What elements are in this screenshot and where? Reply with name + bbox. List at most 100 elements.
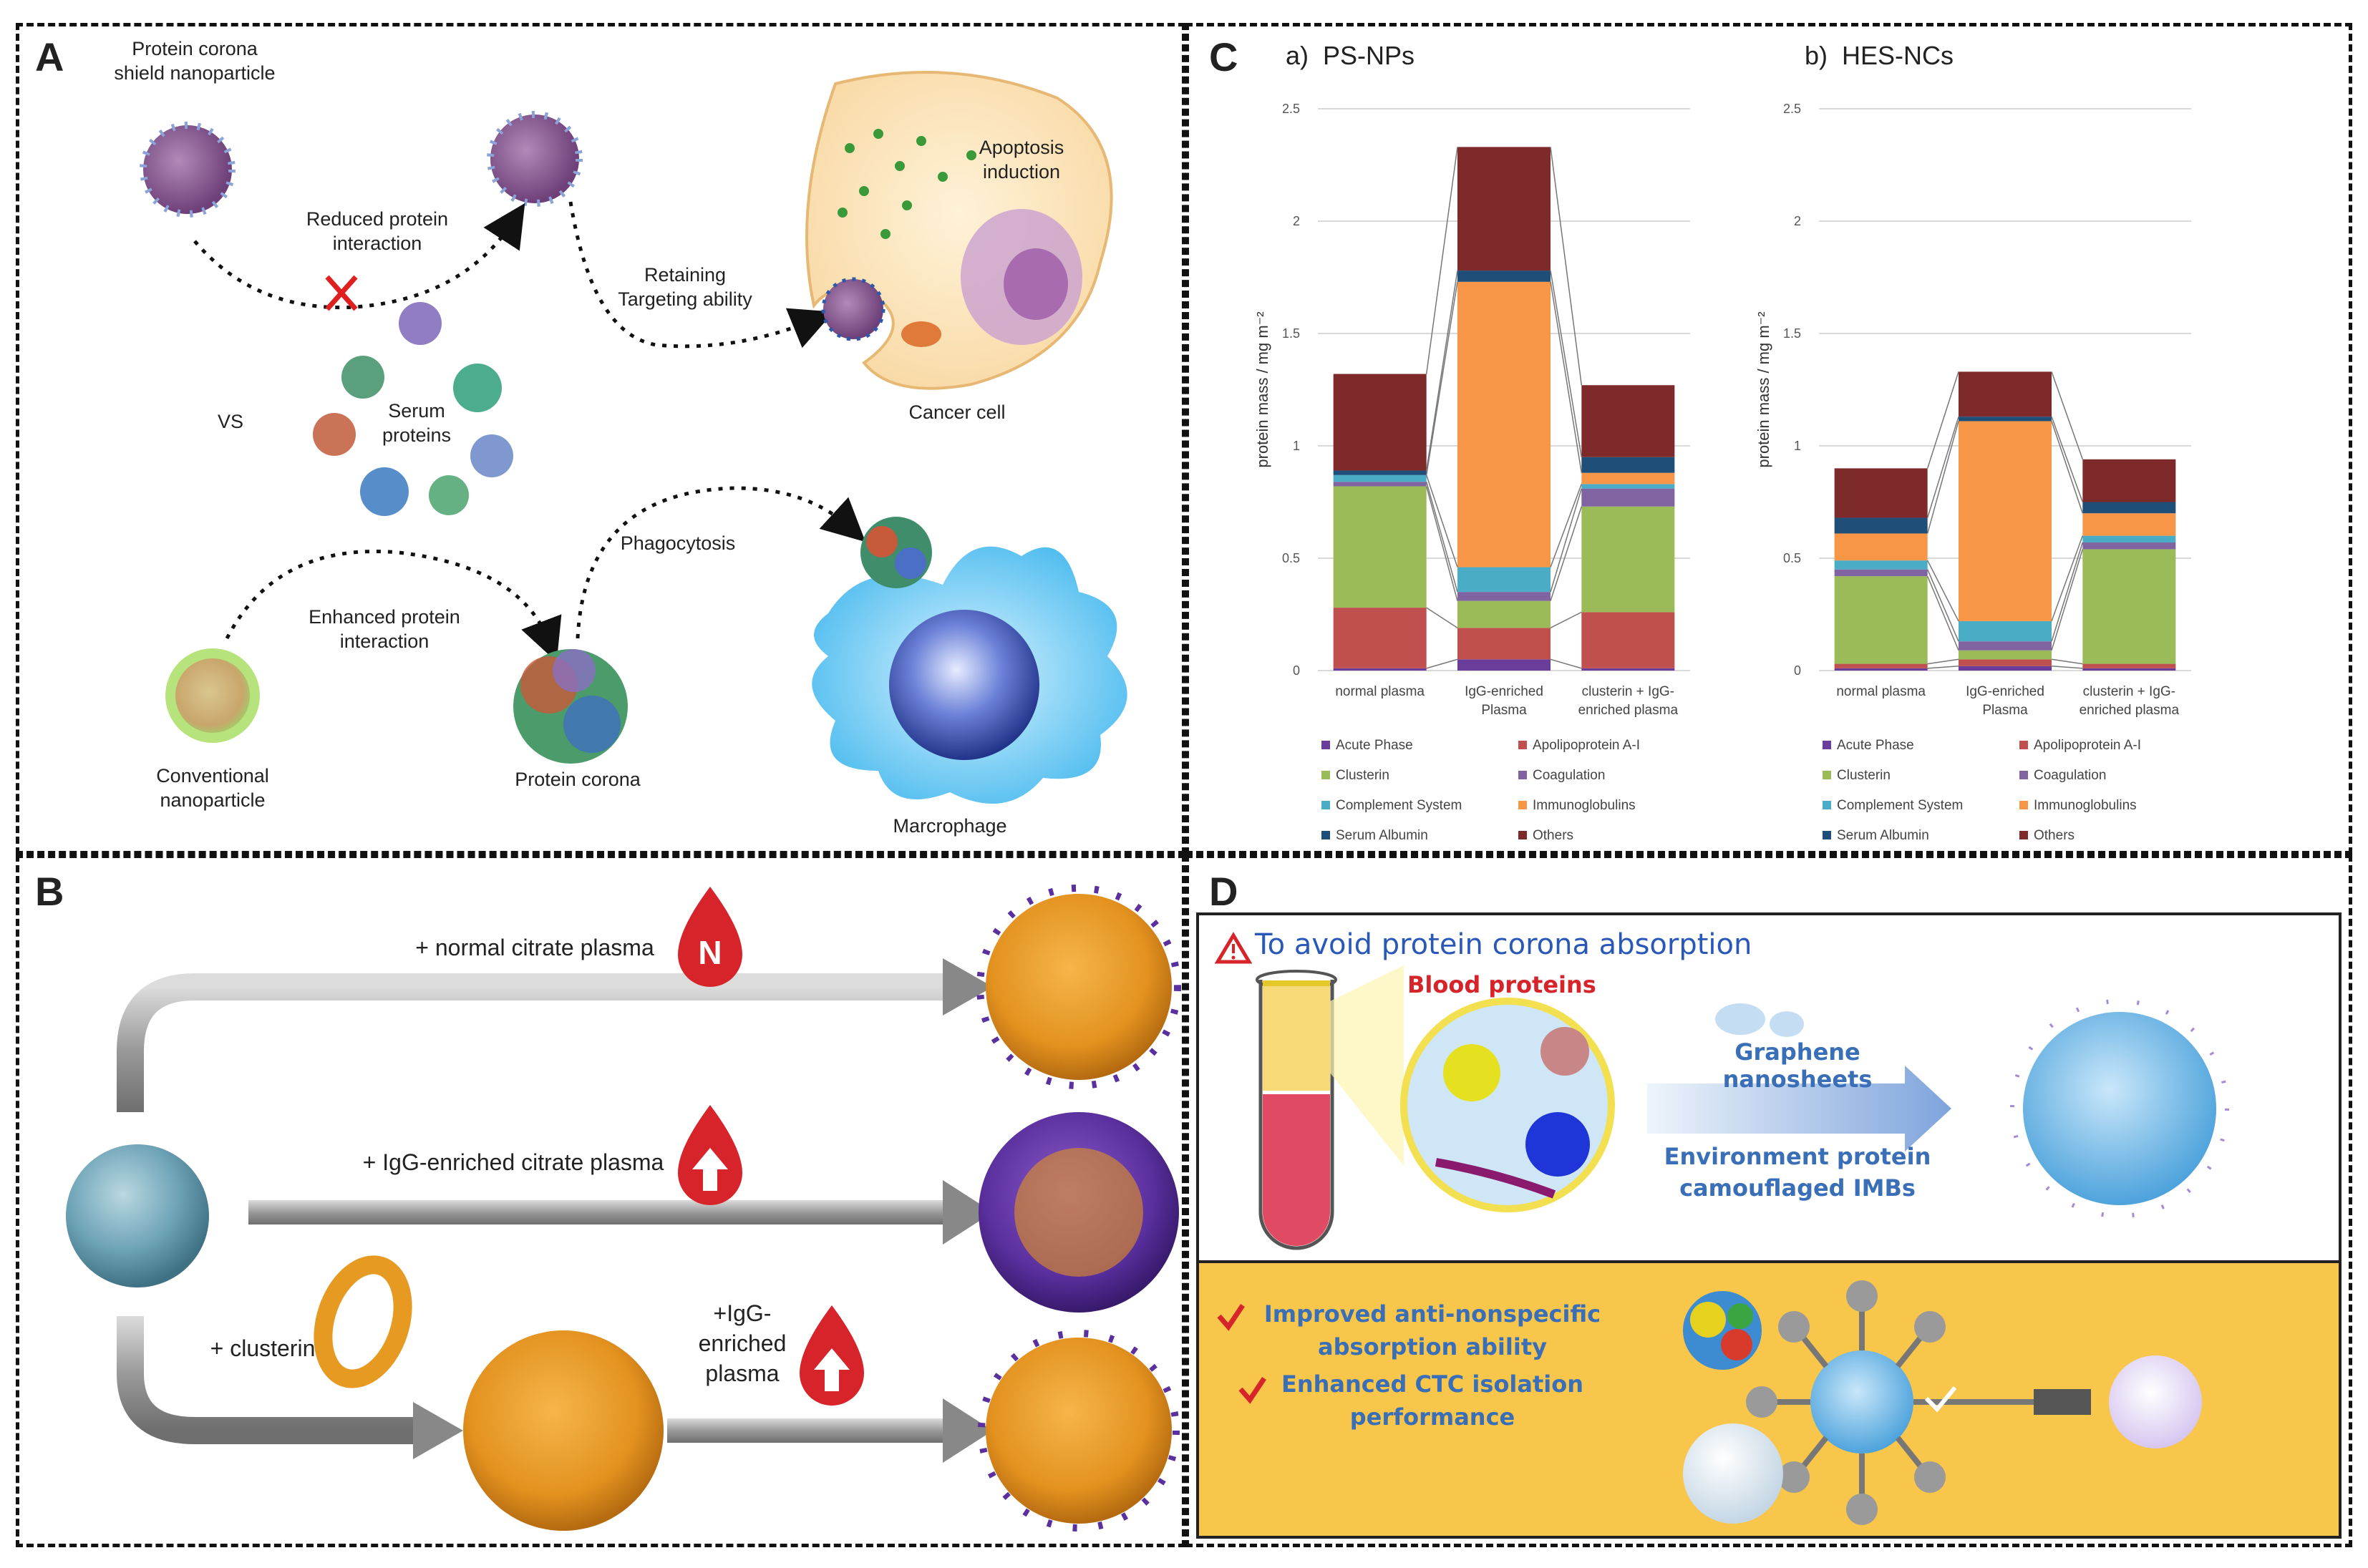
bar-segment xyxy=(1581,457,1675,473)
legend-swatch xyxy=(1518,741,1527,749)
shield-nanoparticle xyxy=(140,122,236,218)
legend-swatch xyxy=(2019,831,2028,839)
graphene-flakes-icon xyxy=(1715,1003,1804,1037)
bar-segment xyxy=(1457,600,1551,628)
bar-segment xyxy=(1581,612,1675,668)
y-tick-label: 0 xyxy=(1794,663,1801,678)
legend-swatch xyxy=(1823,831,1831,839)
legend-label: Serum Albumin xyxy=(1837,828,1929,843)
igg-plasma-label: + IgG-enriched citrate plasma xyxy=(362,1149,664,1175)
white-cell-icon xyxy=(1683,1423,1783,1524)
bar-segment xyxy=(1959,421,2052,621)
y-axis-label: protein mass / mg m⁻² xyxy=(1755,311,1772,467)
legend-label: Complement System xyxy=(1336,798,1462,813)
bar-segment xyxy=(1581,385,1675,457)
connector-line xyxy=(1926,569,1959,642)
legend-label: Apolipoprotein A-I xyxy=(2034,738,2141,753)
dots-icon xyxy=(838,129,976,239)
y-tick-label: 2.5 xyxy=(1783,102,1801,116)
bar-segment xyxy=(1333,486,1427,608)
corona-igg xyxy=(979,1112,1179,1313)
reduced-label: Reduced protein interaction xyxy=(306,208,449,254)
bar-segment xyxy=(2082,663,2176,668)
bar-segment xyxy=(1581,472,1675,484)
headline: To avoid protein corona absorption xyxy=(1255,928,1752,961)
bar-segment xyxy=(2082,459,2176,502)
connector-line xyxy=(1425,482,1458,593)
connector-line xyxy=(1927,665,1959,669)
panel-b: B xyxy=(16,854,1185,1547)
blocked-proteins-icon xyxy=(1746,1280,2091,1525)
connector-line xyxy=(1425,474,1458,568)
chart-a-title: a) PS-NPs xyxy=(1286,41,1415,70)
bar-segment xyxy=(2082,668,2176,671)
phagocytosis-label: Phagocytosis xyxy=(620,532,736,554)
legend-label: Acute Phase xyxy=(1336,738,1413,753)
igg2-label: +IgG- enriched plasma xyxy=(698,1300,787,1386)
bar-segment xyxy=(1959,666,2052,671)
legend-swatch xyxy=(1321,771,1330,779)
drop-n-label: N xyxy=(698,934,722,971)
y-tick-label: 0.5 xyxy=(1282,551,1300,565)
panel-label: C xyxy=(1209,34,1238,79)
legend-swatch xyxy=(1518,771,1527,779)
bar-segment xyxy=(1457,659,1551,671)
bar-segment xyxy=(1581,506,1675,613)
shield-title: Protein corona shield nanoparticle xyxy=(114,38,276,84)
protein-corona-icon xyxy=(513,649,628,764)
engulfed-protein-icon xyxy=(860,517,932,588)
imb-nanoparticle xyxy=(2010,999,2229,1218)
legend-swatch xyxy=(1518,801,1527,809)
macrophage-cell xyxy=(812,546,1127,804)
connector-line xyxy=(1550,611,1582,629)
panel-label: B xyxy=(35,869,64,914)
macrophage-label: Marcrophage xyxy=(893,815,1007,837)
bar-segment xyxy=(1959,641,2052,651)
connector-line xyxy=(1550,488,1583,593)
corona-label: Protein corona xyxy=(515,769,641,790)
bar-segment xyxy=(1834,533,1928,561)
cancer-cell xyxy=(805,71,1113,390)
connector-line xyxy=(1926,416,1959,518)
connector-line xyxy=(1927,658,1959,665)
x-tick-label: normal plasma xyxy=(1335,684,1425,699)
bar-segment xyxy=(1457,592,1551,601)
connector-line xyxy=(2051,421,2084,514)
bar-segment xyxy=(2082,542,2176,550)
blood-proteins-zoom xyxy=(1400,998,1615,1212)
y-tick-label: 0 xyxy=(1293,663,1300,678)
test-tube-icon xyxy=(1256,970,1337,1250)
connector-line xyxy=(2051,371,2084,460)
connector-line xyxy=(1425,486,1458,601)
enhanced-label: Enhanced protein interaction xyxy=(309,606,460,652)
bar-segment xyxy=(1333,608,1427,668)
connector-line xyxy=(1426,607,1458,628)
legend-swatch xyxy=(2019,771,2028,779)
serum-label: Serum proteins xyxy=(382,400,452,446)
clusterin-label: + clusterin xyxy=(210,1335,316,1361)
legend-label: Others xyxy=(2034,828,2075,843)
arrow-igg2 xyxy=(667,1398,993,1463)
panel-a-illustration xyxy=(140,71,1127,804)
arrow-igg xyxy=(248,1180,993,1245)
bar-segment xyxy=(1581,484,1675,489)
phagocytosis-arrow xyxy=(576,486,866,639)
panel-a: A xyxy=(16,23,1185,854)
connector-line xyxy=(1550,270,1583,457)
y-tick-label: 2.5 xyxy=(1282,102,1300,116)
bar-segment xyxy=(1959,371,2052,417)
legend-swatch xyxy=(1823,741,1831,749)
clusterin-ring-icon xyxy=(314,1255,412,1388)
y-tick-label: 2 xyxy=(1794,214,1801,228)
bar-segment xyxy=(1834,560,1928,570)
protein-molecule-icon xyxy=(1683,1291,1762,1370)
bar-segment xyxy=(1959,659,2052,666)
legend-swatch xyxy=(1321,801,1330,809)
y-tick-label: 1 xyxy=(1794,439,1801,453)
connector-line xyxy=(2051,416,2084,502)
blood-proteins-label: Blood proteins xyxy=(1407,971,1596,998)
bar-segment xyxy=(1333,482,1427,487)
bar-segment xyxy=(1333,474,1427,482)
bar-segment xyxy=(1333,470,1427,475)
panel-label: A xyxy=(35,34,64,79)
